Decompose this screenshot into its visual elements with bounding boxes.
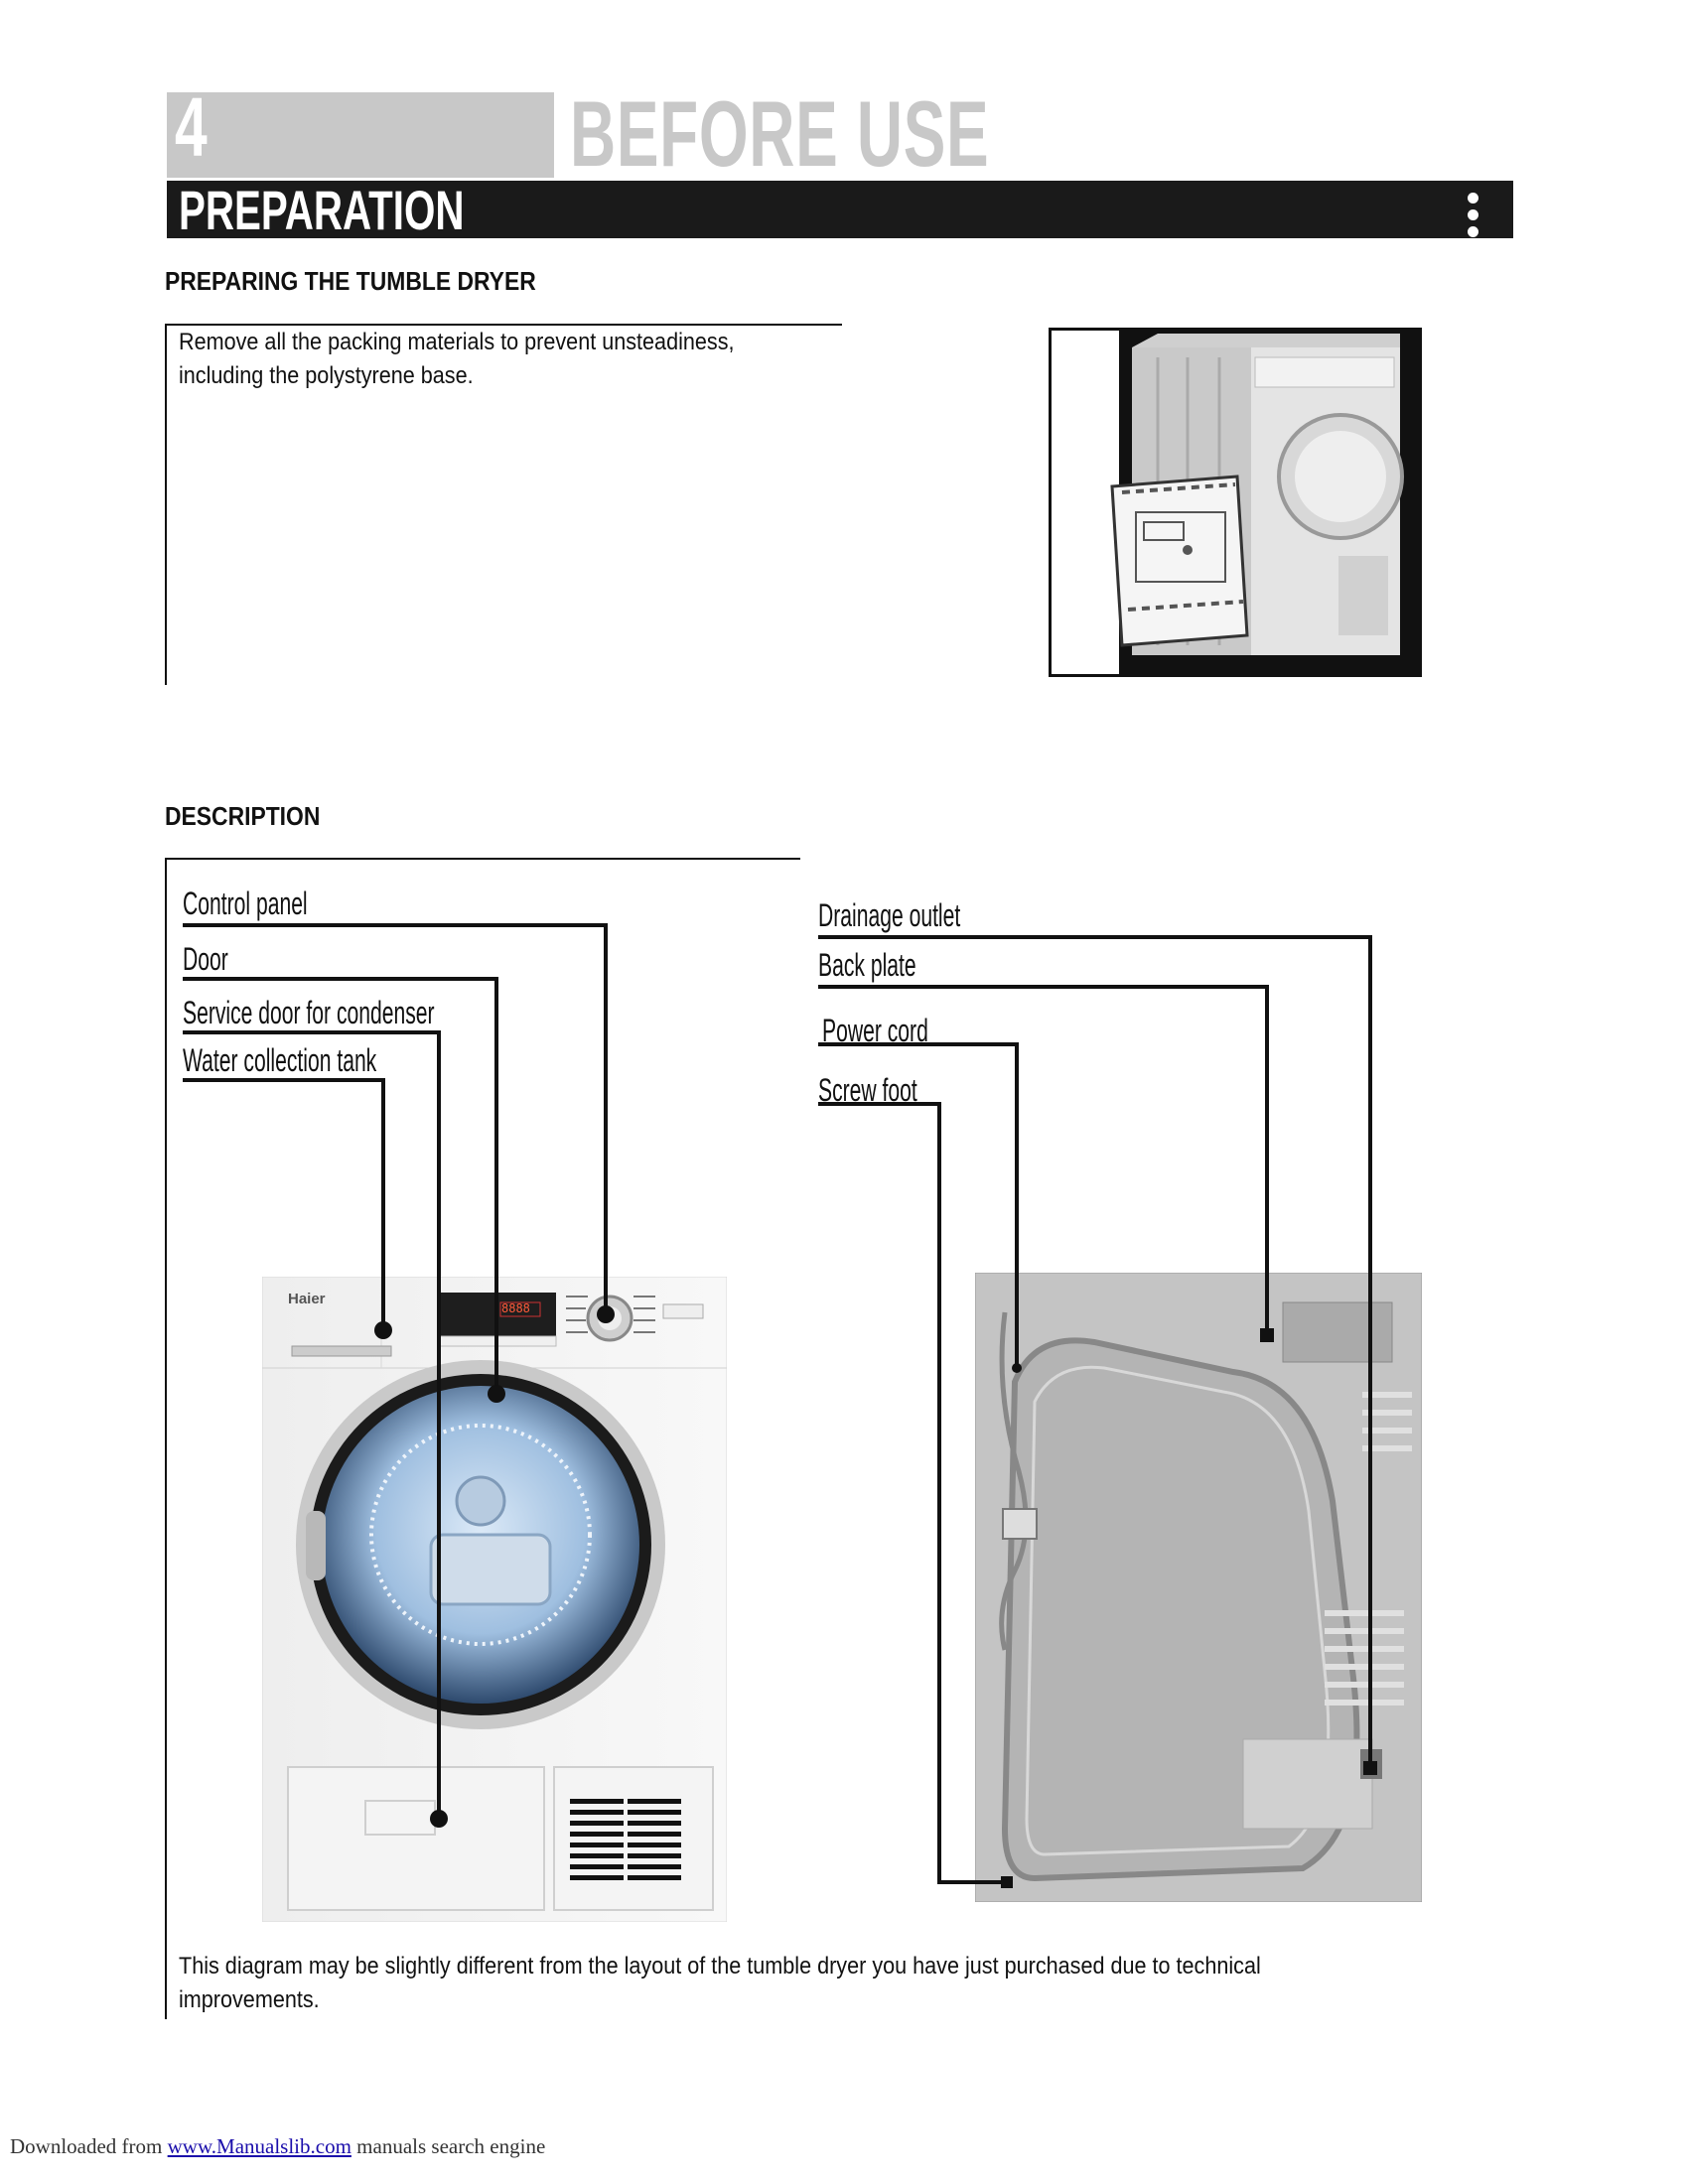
section-bar-title: PREPARATION [179, 179, 465, 241]
label-back-plate: Back plate [818, 947, 916, 983]
description-box-left-rule [165, 858, 167, 2019]
chapter-number-background [167, 92, 554, 178]
footer-suffix: manuals search engine [351, 2134, 546, 2158]
brand-logo: Haier [288, 1291, 326, 1307]
footer-prefix: Downloaded from [10, 2134, 168, 2158]
download-footer: Downloaded from www.Manualslib.com manua… [10, 2134, 545, 2159]
label-drainage-outlet: Drainage outlet [818, 897, 961, 933]
diagram-note-line2: improvements. [179, 1986, 320, 2013]
display-readout: 8888 [501, 1301, 530, 1315]
label-service-door: Service door for condenser [183, 995, 435, 1030]
label-screw-foot: Screw foot [818, 1072, 917, 1108]
label-door: Door [183, 941, 228, 977]
label-water-tank: Water collection tank [183, 1042, 377, 1078]
vertical-dots-icon [1468, 193, 1483, 243]
packaging-removal-illustration [1049, 328, 1422, 677]
label-power-cord: Power cord [822, 1013, 928, 1048]
preparing-box-top-rule [165, 324, 842, 326]
description-heading: DESCRIPTION [165, 801, 321, 831]
preparing-heading: PREPARING THE TUMBLE DRYER [165, 266, 536, 296]
back-dryer-illustration [974, 1272, 1423, 1903]
preparing-box-left-rule [165, 324, 167, 685]
label-control-panel: Control panel [183, 886, 308, 921]
manualslib-link[interactable]: www.Manualslib.com [167, 2134, 352, 2158]
diagram-note-line1: This diagram may be slightly different f… [179, 1953, 1261, 1979]
chapter-title: BEFORE USE [570, 81, 990, 186]
section-bar [167, 181, 1513, 238]
preparing-text-line2: including the polystyrene base. [179, 362, 474, 389]
chapter-number: 4 [175, 80, 208, 174]
preparing-text-line1: Remove all the packing materials to prev… [179, 329, 735, 355]
description-box-top-rule [165, 858, 800, 860]
